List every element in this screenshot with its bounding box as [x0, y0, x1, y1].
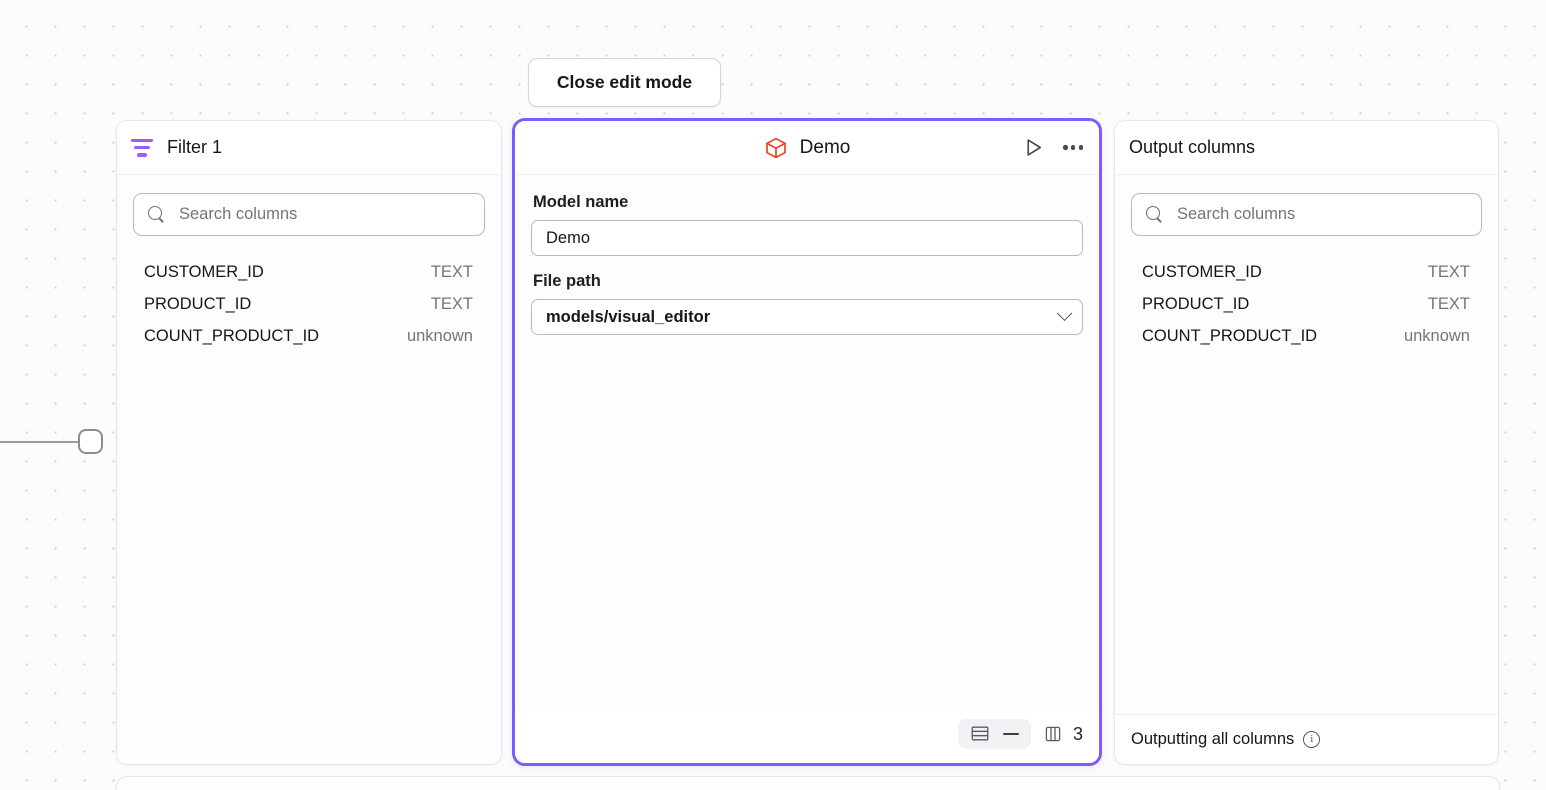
outputting-all-columns-label: Outputting all columns [1131, 730, 1295, 748]
info-icon-glyph: i [1310, 733, 1314, 745]
chevron-down-icon [1056, 304, 1073, 321]
file-path-value: models/visual_editor [546, 307, 711, 326]
more-options-icon[interactable] [1061, 139, 1085, 155]
output-panel-header: Output columns [1115, 121, 1498, 175]
column-type: unknown [406, 326, 473, 345]
model-name-label: Model name [533, 193, 629, 211]
output-columns-panel[interactable]: Output columns Search columns CUSTOMER_I… [1114, 120, 1499, 765]
cube-icon [764, 136, 788, 160]
column-type: TEXT [1427, 262, 1470, 281]
column-type: TEXT [430, 262, 473, 281]
table-row[interactable]: COUNT_PRODUCT_ID unknown [1131, 320, 1482, 352]
model-name-value: Demo [546, 228, 591, 247]
column-name: PRODUCT_ID [144, 294, 252, 313]
columns-icon [1043, 724, 1063, 744]
connector-edge [0, 441, 82, 443]
column-type: TEXT [430, 294, 473, 313]
filter-panel-header: Filter 1 [117, 121, 501, 175]
info-icon[interactable]: i [1303, 731, 1321, 748]
table-row[interactable]: CUSTOMER_ID TEXT [1131, 256, 1482, 288]
model-panel-actions [1022, 121, 1085, 174]
filter-search-placeholder: Search columns [179, 205, 298, 223]
file-path-label: File path [533, 272, 601, 290]
bottom-panel[interactable] [116, 776, 1500, 790]
connector-handle[interactable] [78, 429, 103, 454]
column-name: CUSTOMER_ID [1142, 262, 1262, 281]
model-panel-title: Demo [799, 136, 851, 158]
model-panel-body: Model name Demo File path models/visual_… [515, 175, 1099, 709]
filter-panel-body: Search columns CUSTOMER_ID TEXT PRODUCT_… [117, 175, 501, 764]
output-search-placeholder: Search columns [1177, 205, 1296, 223]
column-name: PRODUCT_ID [1142, 294, 1250, 313]
output-panel-footer: Outputting all columns i [1115, 714, 1498, 764]
model-panel[interactable]: Demo Model name Demo File path models/vi… [512, 118, 1102, 766]
output-search-input[interactable]: Search columns [1131, 193, 1482, 236]
output-panel-body: Search columns CUSTOMER_ID TEXT PRODUCT_… [1115, 175, 1498, 714]
filter-panel-title: Filter 1 [167, 137, 223, 157]
model-panel-header: Demo [515, 121, 1099, 175]
search-icon [148, 206, 165, 223]
filter-search-input[interactable]: Search columns [133, 193, 485, 236]
column-name: COUNT_PRODUCT_ID [144, 326, 320, 345]
table-row[interactable]: PRODUCT_ID TEXT [1131, 288, 1482, 320]
table-row[interactable]: PRODUCT_ID TEXT [133, 288, 485, 320]
row-count-pill[interactable] [957, 719, 1031, 749]
column-count-value: 3 [1072, 723, 1083, 744]
column-name: COUNT_PRODUCT_ID [1142, 326, 1318, 345]
column-type: TEXT [1427, 294, 1470, 313]
table-row[interactable]: COUNT_PRODUCT_ID unknown [133, 320, 485, 352]
search-icon [1146, 206, 1163, 223]
file-path-select[interactable]: models/visual_editor [531, 299, 1083, 335]
column-name: CUSTOMER_ID [144, 262, 264, 281]
column-type: unknown [1403, 326, 1470, 345]
rows-icon [970, 724, 990, 744]
close-edit-mode-label: Close edit mode [556, 72, 693, 92]
close-edit-mode-button[interactable]: Close edit mode [528, 58, 721, 107]
model-name-field[interactable]: Demo [531, 220, 1083, 256]
row-count-value [1002, 732, 1019, 736]
filter-icon [131, 138, 153, 157]
column-count-group[interactable]: 3 [1043, 724, 1083, 745]
table-row[interactable]: CUSTOMER_ID TEXT [133, 256, 485, 288]
filter-panel[interactable]: Filter 1 Search columns CUSTOMER_ID TEXT… [116, 120, 502, 765]
output-panel-title: Output columns [1129, 137, 1256, 157]
model-panel-footer: 3 [515, 709, 1099, 763]
run-icon[interactable] [1022, 136, 1045, 159]
